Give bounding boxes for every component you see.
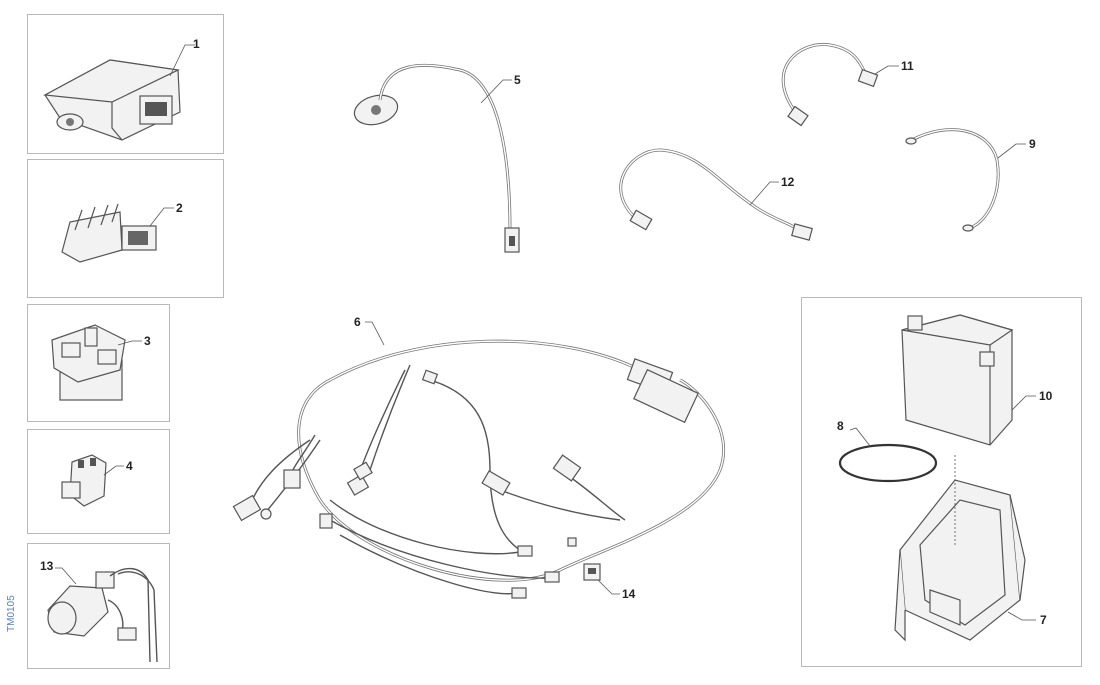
callout-10: 10 [1039,389,1053,403]
callout-7: 7 [1040,613,1047,627]
callout-4: 4 [126,459,133,473]
callout-14: 14 [622,587,636,601]
reference-code: TM0105 [6,595,17,632]
part-7-holder [894,455,1036,642]
callout-13: 13 [40,559,54,573]
part-2-regulator [61,203,174,263]
callout-6: 6 [354,315,361,329]
part-4-connector [61,454,124,507]
part-1-ecu [43,44,195,141]
callout-3: 3 [144,334,151,348]
part-8-band [838,427,938,483]
callout-2: 2 [176,201,183,215]
callout-1: 1 [193,37,200,51]
callout-12: 12 [781,175,795,189]
callout-8: 8 [837,419,844,433]
part-13-coil [47,567,158,663]
part-5-sensor [353,63,520,253]
part-11-cable [781,42,899,127]
part-10-battery [901,314,1036,446]
part-3-relay [51,324,142,401]
part-6-harness [232,321,726,599]
part-14-connector [583,563,620,595]
callout-9: 9 [1029,137,1036,151]
callout-5: 5 [514,73,521,87]
part-12-cable [619,148,813,241]
callout-11: 11 [901,59,914,73]
part-9-cable [905,128,1026,232]
